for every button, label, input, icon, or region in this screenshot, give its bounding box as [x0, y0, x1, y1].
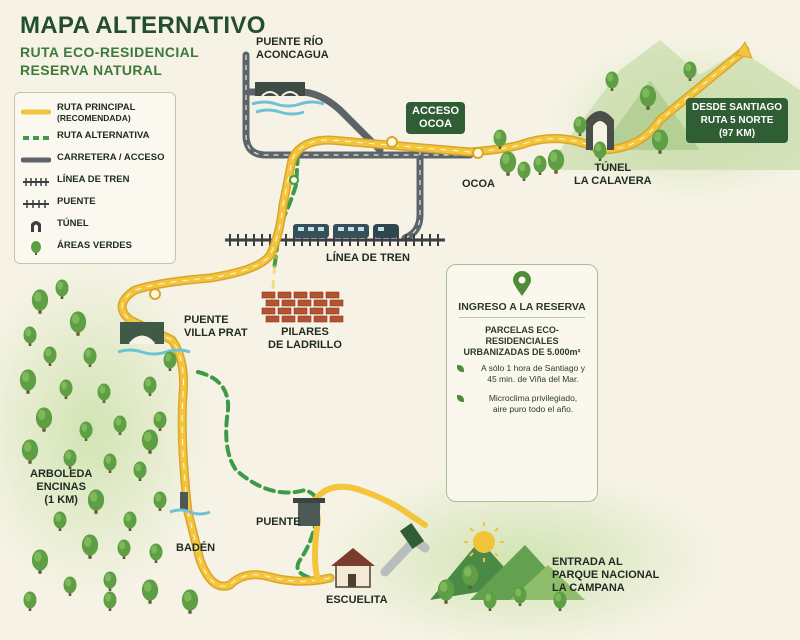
leaf-icon — [457, 395, 464, 402]
label-linea-tren: LÍNEA DE TREN — [326, 252, 410, 264]
label-escuelita: ESCUELITA — [326, 594, 388, 606]
label-ocoa: OCOA — [462, 178, 495, 190]
train-icon — [293, 224, 399, 238]
info-separator — [459, 317, 585, 318]
map-subtitle-1: RUTA ECO-RESIDENCIAL — [20, 44, 200, 60]
map-subtitle-2: RESERVA NATURAL — [20, 62, 163, 78]
waypoint-ocoa — [472, 147, 484, 159]
legend-item-bridge: PUENTE — [23, 196, 96, 208]
legend-item-tunnel: TÚNEL — [15, 215, 175, 237]
waypoint-villa-prat — [149, 288, 161, 300]
legend: RUTA PRINCIPAL (RECOMENDADA) RUTA ALTERN… — [14, 92, 176, 264]
school-icon — [331, 548, 375, 588]
info-title: INGRESO A LA RESERVA — [458, 301, 586, 313]
tunnel-legend-icon — [31, 221, 41, 232]
legend-item-main-route: RUTA PRINCIPAL (RECOMENDADA) — [21, 102, 136, 123]
brick-pillars-icon — [261, 291, 344, 323]
bridge-icon — [293, 498, 325, 526]
tunnel-icon — [586, 111, 614, 150]
leaf-icon — [457, 365, 464, 372]
legend-item-green: ÁREAS VERDES — [15, 237, 175, 259]
waypoint-acceso-ocoa — [386, 136, 398, 148]
label-baden: BADÉN — [176, 542, 216, 554]
park-gate-icon — [399, 522, 425, 550]
legend-item-alt-route: RUTA ALTERNATIVA — [23, 130, 150, 141]
legend-item-train: LÍNEA DE TREN — [23, 174, 130, 186]
info-box: INGRESO A LA RESERVA PARCELAS ECO-RESIDE… — [446, 264, 598, 502]
sun-icon — [464, 522, 504, 562]
bridge-villa-prat-icon — [117, 322, 191, 356]
railway — [225, 224, 445, 246]
tree-legend-icon — [31, 241, 41, 255]
green-area-left — [0, 260, 210, 600]
waypoint-alt-start — [289, 175, 299, 185]
map-title: MAPA ALTERNATIVO — [20, 12, 266, 39]
baden-icon — [169, 492, 211, 516]
label-puente: PUENTE — [256, 516, 301, 528]
location-pin-icon — [513, 271, 531, 296]
bridge-aconcagua-icon — [251, 82, 325, 116]
route-arrow-icon — [735, 40, 753, 59]
legend-item-road: CARRETERA / ACCESO — [21, 152, 165, 163]
